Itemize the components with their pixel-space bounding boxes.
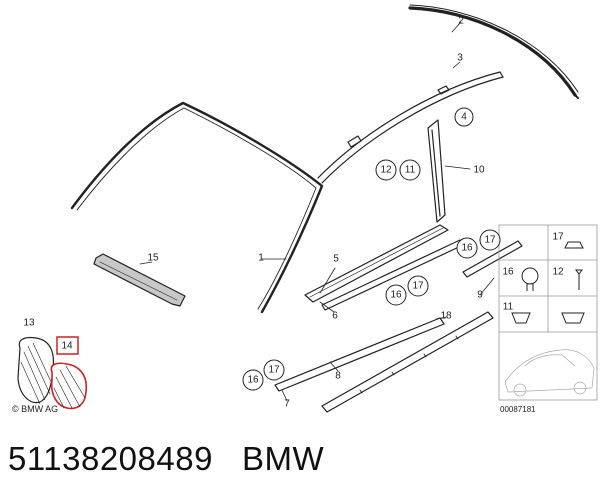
- rear-door-strip-part: [462, 240, 523, 278]
- kidney-grille-part: [17, 336, 88, 410]
- cowl-strip-part: [93, 253, 186, 307]
- callout-6: 6: [332, 311, 338, 322]
- callout-5: 5: [333, 254, 339, 265]
- front-door-strip-part: [274, 317, 445, 392]
- callout-16b-circle: [385, 284, 407, 306]
- callout-2: 2: [458, 16, 464, 27]
- callout-12a-circle: [375, 159, 397, 181]
- callout-16c-circle: [242, 369, 264, 391]
- drawing-number-label: 00087181: [500, 405, 536, 414]
- callout-9: 9: [477, 290, 483, 301]
- callout-17a: 17: [484, 235, 496, 246]
- callout-17d: 17: [552, 232, 564, 243]
- callout-11a: 11: [405, 165, 416, 176]
- callout-17b: 17: [412, 281, 424, 292]
- callout-1: 1: [258, 253, 264, 264]
- callout-12b: 12: [552, 267, 564, 278]
- clip-11-icon: [511, 312, 531, 324]
- roof-moulding-part: [408, 4, 579, 99]
- part-number-caption: 51138208489 BMW: [8, 440, 324, 478]
- clip-11b-icon: [561, 312, 585, 324]
- callout-16a-circle: [456, 237, 478, 259]
- callout-10: 10: [473, 165, 485, 176]
- callout-16a: 16: [461, 243, 473, 254]
- callout-16b: 16: [390, 290, 402, 301]
- callout-18: 18: [440, 311, 452, 322]
- fasteners-panel: [498, 224, 598, 401]
- copyright-label: © BMW AG: [12, 404, 58, 414]
- callout-17a-circle: [479, 229, 501, 251]
- pillar-trim-part: [427, 119, 446, 223]
- callout-13: 13: [23, 318, 35, 329]
- callout-17c-circle: [263, 359, 285, 381]
- sill-strip-part: [321, 311, 494, 413]
- callout-4-circle: [454, 107, 474, 127]
- window-channel-part: [304, 224, 449, 303]
- screw-12-icon: [575, 269, 583, 290]
- windshield-seal-part: [70, 101, 324, 314]
- callout-16d: 16: [502, 267, 514, 278]
- callout-17c: 17: [268, 365, 280, 376]
- parts-diagram: 2 3 4 12 11 10 1 15 5 6 16 17 9 16 17 18…: [12, 4, 598, 414]
- callout-11b: 11: [503, 302, 514, 313]
- callout-4: 4: [461, 112, 467, 123]
- callout-16c: 16: [247, 375, 259, 386]
- callout-15: 15: [147, 253, 159, 264]
- callout-8: 8: [335, 371, 341, 382]
- callout-3: 3: [457, 53, 463, 64]
- callout-17b-circle: [407, 275, 429, 297]
- callout-14: 14: [61, 341, 73, 352]
- callout-7: 7: [284, 399, 290, 410]
- highlight-box: [56, 336, 79, 355]
- part-number: 51138208489: [8, 440, 213, 477]
- clip-16-icon: [521, 267, 539, 285]
- callout-11a-circle: [399, 159, 421, 181]
- roof-trim-part: [317, 71, 504, 184]
- callout-12a: 12: [380, 165, 392, 176]
- brand-name: BMW: [241, 440, 325, 477]
- leader-lines: [139, 21, 495, 402]
- car-silhouette-icon: [504, 349, 595, 397]
- clip-17-icon: [564, 241, 584, 249]
